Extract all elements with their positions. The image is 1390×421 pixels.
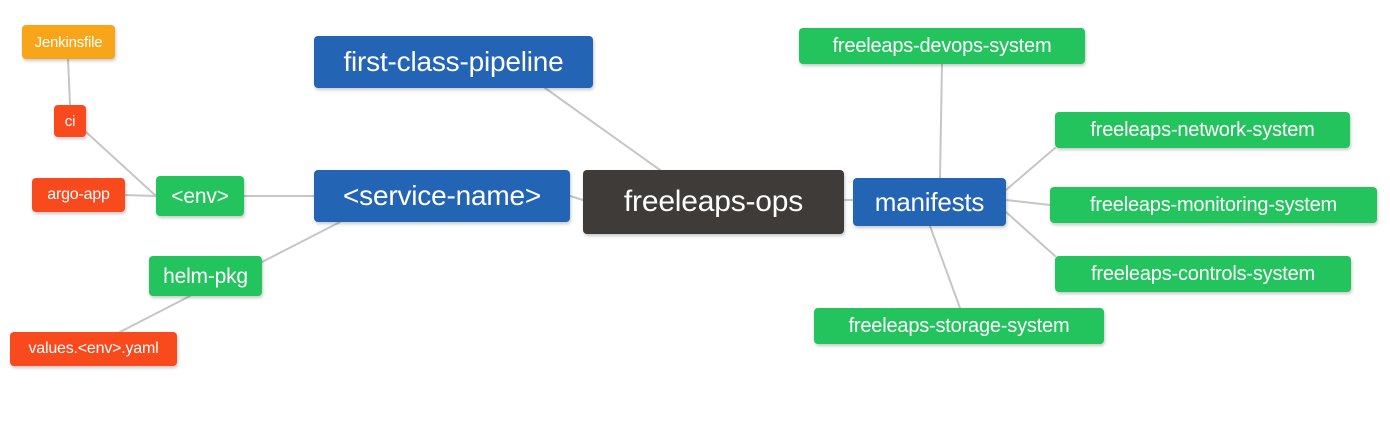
edge-manifests-to-freeleaps-monitoring-system: [1005, 199, 1051, 206]
edge-manifests-to-freeleaps-controls-system: [1005, 211, 1056, 257]
node-label-freeleaps-network-system: freeleaps-network-system: [1090, 119, 1315, 141]
edge-service-name-to-freeleaps-ops: [569, 195, 584, 201]
edge-first-class-pipeline-to-freeleaps-ops: [544, 87, 661, 171]
node-label-jenkinsfile: Jenkinsfile: [34, 33, 103, 51]
node-label-freeleaps-ops: freeleaps-ops: [623, 185, 804, 218]
node-freeleaps-ops[interactable]: freeleaps-ops: [583, 170, 844, 234]
node-label-argo-app: argo-app: [47, 186, 110, 203]
node-ci[interactable]: ci: [54, 105, 86, 137]
edge-manifests-to-freeleaps-storage-system: [929, 225, 961, 309]
node-freeleaps-monitoring-system[interactable]: freeleaps-monitoring-system: [1050, 187, 1377, 223]
edge-manifests-to-freeleaps-network-system: [1005, 147, 1056, 191]
node-argo-app[interactable]: argo-app: [32, 178, 125, 212]
node-label-helm-pkg: helm-pkg: [163, 264, 248, 288]
edge-values-yaml-to-helm-pkg: [119, 295, 191, 333]
node-label-manifests: manifests: [874, 187, 985, 217]
node-label-ci: ci: [64, 112, 76, 130]
node-first-class-pipeline[interactable]: first-class-pipeline: [314, 36, 593, 88]
node-label-values-yaml: values.<env>.yaml: [28, 340, 159, 357]
node-values-yaml[interactable]: values.<env>.yaml: [10, 332, 177, 366]
node-jenkinsfile[interactable]: Jenkinsfile: [22, 25, 115, 59]
node-freeleaps-network-system[interactable]: freeleaps-network-system: [1055, 112, 1350, 148]
edge-jenkinsfile-to-ci: [67, 58, 71, 106]
node-label-freeleaps-monitoring-system: freeleaps-monitoring-system: [1090, 194, 1337, 216]
node-label-freeleaps-storage-system: freeleaps-storage-system: [848, 315, 1070, 337]
node-label-service-name: <service-name>: [343, 180, 541, 211]
node-freeleaps-devops-system[interactable]: freeleaps-devops-system: [799, 28, 1085, 64]
node-helm-pkg[interactable]: helm-pkg: [149, 256, 262, 296]
node-label-freeleaps-controls-system: freeleaps-controls-system: [1091, 263, 1315, 285]
node-label-freeleaps-devops-system: freeleaps-devops-system: [832, 35, 1052, 57]
edge-manifests-to-freeleaps-devops-system: [939, 63, 943, 179]
node-manifests[interactable]: manifests: [853, 178, 1006, 226]
node-service-name[interactable]: <service-name>: [314, 170, 570, 222]
node-label-first-class-pipeline: first-class-pipeline: [343, 46, 564, 77]
node-freeleaps-controls-system[interactable]: freeleaps-controls-system: [1055, 256, 1351, 292]
node-env[interactable]: <env>: [156, 176, 244, 216]
node-freeleaps-storage-system[interactable]: freeleaps-storage-system: [814, 308, 1104, 344]
node-label-env: <env>: [171, 184, 229, 208]
edge-helm-pkg-to-service-name: [261, 221, 341, 263]
edge-argo-app-to-env: [124, 194, 157, 197]
